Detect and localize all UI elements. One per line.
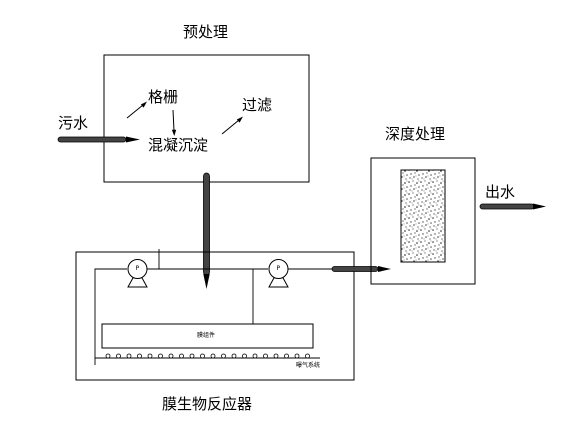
sewage-label: 污水 <box>58 114 89 132</box>
aeration-diffuser <box>252 353 258 359</box>
aeration-diffuser <box>116 353 121 359</box>
aeration-diffuser <box>284 353 289 359</box>
aeration-diffuser <box>263 353 268 359</box>
aeration-diffuser <box>200 353 205 359</box>
aeration-diffuser <box>189 353 195 359</box>
pump-icon <box>127 259 148 288</box>
aeration-diffuser <box>231 353 237 359</box>
arrow-icon <box>126 101 147 119</box>
filter-label: 过滤 <box>242 96 273 114</box>
aeration-diffuser <box>126 353 132 359</box>
aeration-diffuser <box>168 353 174 359</box>
aeration-diffuser <box>242 353 247 359</box>
inner-pipe-line <box>94 268 127 365</box>
mbr-title: 膜生物反应器 <box>162 395 253 413</box>
membrane-module-label: 膜组件 <box>197 332 216 339</box>
pump-label: P <box>276 265 281 272</box>
aeration-diffuser <box>147 353 153 359</box>
aeration-diffuser <box>210 353 216 359</box>
aeration-label: 曝气系统 <box>296 362 321 369</box>
pump-label: P <box>135 265 140 272</box>
aeration-diffuser <box>179 353 184 359</box>
sewage-inlet-pipe <box>57 136 140 143</box>
pretreatment-title: 预处理 <box>183 23 229 41</box>
aeration-diffuser <box>105 353 111 359</box>
grille-label: 格栅 <box>148 88 179 106</box>
outflow-label: 出水 <box>485 183 516 201</box>
arrow-icon <box>221 116 243 135</box>
mbr-tank <box>75 251 355 381</box>
membrane-module <box>101 323 314 349</box>
coagulation-label: 混凝沉淀 <box>148 136 209 154</box>
pump-icon <box>268 259 289 288</box>
arrow-icon <box>171 109 177 136</box>
filter-media <box>400 169 446 263</box>
aeration-diffusers <box>105 353 310 359</box>
aeration-diffuser <box>294 353 300 359</box>
mbr-to-advanced-pipe <box>331 266 391 272</box>
aeration-diffuser <box>221 353 226 359</box>
aeration-diffuser <box>305 353 310 359</box>
aeration-diffuser <box>273 353 279 359</box>
aeration-diffuser <box>137 353 142 359</box>
pretreatment-to-mbr-pipe <box>203 172 210 289</box>
advanced-treatment-title: 深度处理 <box>385 125 446 143</box>
advanced-treatment-box <box>370 157 476 285</box>
pretreatment-box <box>103 54 310 183</box>
aeration-diffuser <box>158 353 163 359</box>
outflow-pipe <box>479 203 546 210</box>
